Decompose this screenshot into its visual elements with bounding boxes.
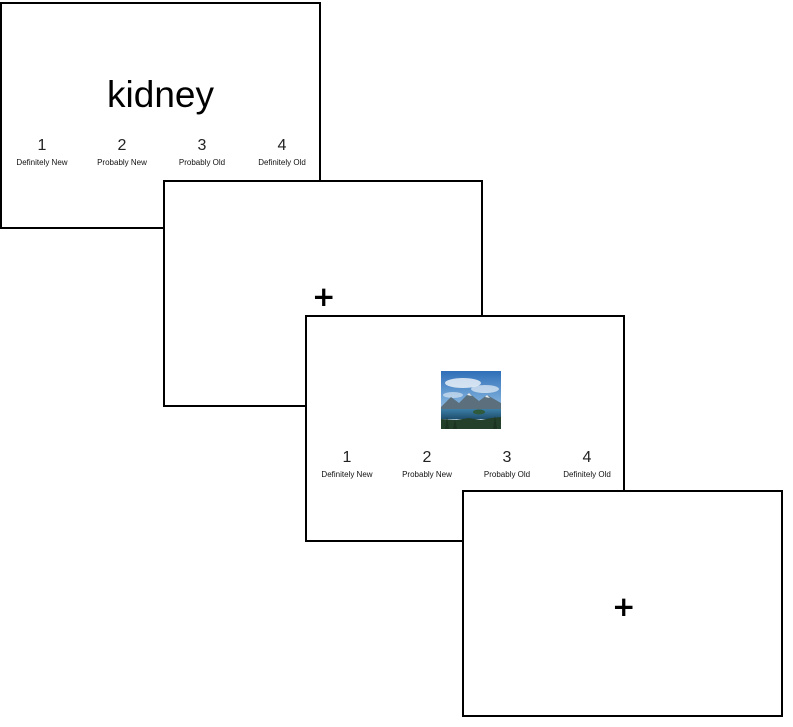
rating-option-4[interactable]: 4 Definitely Old [547, 448, 627, 479]
rating-option-1[interactable]: 1 Definitely New [307, 448, 387, 479]
rating-label: Probably Old [483, 470, 531, 479]
rating-number: 1 [342, 449, 352, 466]
rating-label: Probably New [97, 158, 147, 167]
rating-number: 2 [422, 449, 432, 466]
fixation-cross: + [312, 280, 336, 313]
fixation-cross: + [612, 590, 636, 623]
rating-label: Definitely New [321, 470, 373, 479]
rating-label: Probably Old [178, 158, 226, 167]
rating-label: Definitely Old [258, 158, 306, 167]
rating-number: 4 [582, 449, 592, 466]
rating-number: 4 [277, 137, 287, 154]
rating-number: 3 [502, 449, 512, 466]
rating-number: 3 [197, 137, 207, 154]
rating-scale: 1 Definitely New 2 Probably New 3 Probab… [2, 136, 322, 167]
rating-option-3[interactable]: 3 Probably Old [162, 136, 242, 167]
rating-option-2[interactable]: 2 Probably New [82, 136, 162, 167]
rating-label: Probably New [402, 470, 452, 479]
word-trial-screen: kidney 1 Definitely New 2 Probably New 3… [0, 2, 321, 229]
landscape-photo-graphic [441, 371, 501, 429]
rating-option-1[interactable]: 1 Definitely New [2, 136, 82, 167]
rating-number: 1 [37, 137, 47, 154]
rating-option-2[interactable]: 2 Probably New [387, 448, 467, 479]
rating-label: Definitely Old [563, 470, 611, 479]
rating-label: Definitely New [16, 158, 68, 167]
rating-option-3[interactable]: 3 Probably Old [467, 448, 547, 479]
rating-scale: 1 Definitely New 2 Probably New 3 Probab… [307, 448, 627, 479]
landscape-photo [441, 371, 501, 429]
stimulus-word: kidney [107, 74, 214, 115]
rating-option-4[interactable]: 4 Definitely Old [242, 136, 322, 167]
fixation-screen: + [462, 490, 783, 717]
rating-number: 2 [117, 137, 127, 154]
